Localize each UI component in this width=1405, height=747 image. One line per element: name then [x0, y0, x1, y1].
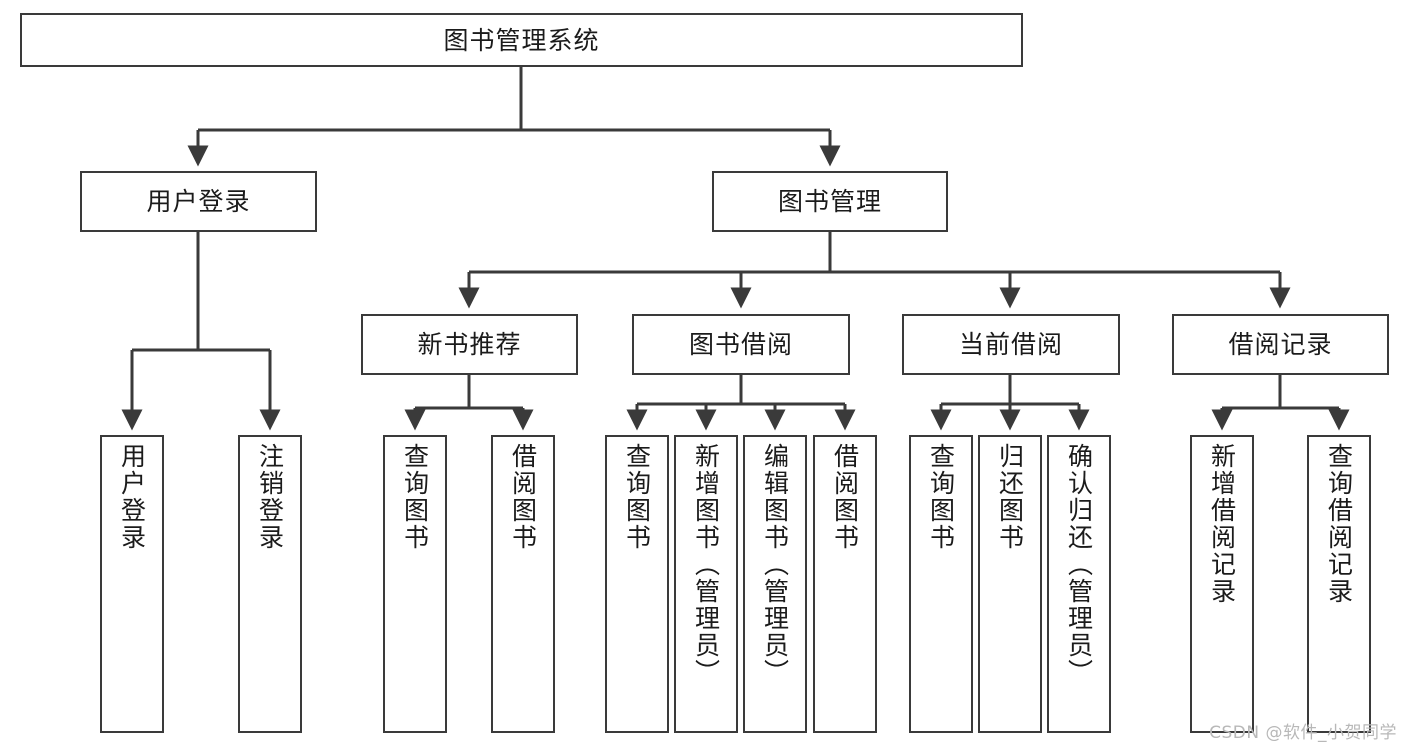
node-leaf-query-book-3[interactable]: 查询图书 — [909, 435, 973, 733]
node-leaf-add-book-label: 新增图书（管理员） — [691, 443, 721, 686]
node-leaf-user-login[interactable]: 用户登录 — [100, 435, 164, 733]
node-leaf-query-record[interactable]: 查询借阅记录 — [1307, 435, 1371, 733]
node-user-login[interactable]: 用户登录 — [80, 171, 317, 232]
node-borrow-record[interactable]: 借阅记录 — [1172, 314, 1389, 375]
node-leaf-query-book-2-label: 查询图书 — [622, 443, 652, 551]
node-leaf-add-record[interactable]: 新增借阅记录 — [1190, 435, 1254, 733]
node-book-manage-label: 图书管理 — [777, 187, 882, 216]
node-leaf-logout-login[interactable]: 注销登录 — [238, 435, 302, 733]
node-leaf-add-book[interactable]: 新增图书（管理员） — [674, 435, 738, 733]
node-leaf-logout-login-label: 注销登录 — [255, 443, 285, 551]
node-new-book-rec-label: 新书推荐 — [417, 330, 522, 359]
node-leaf-borrow-book-2-label: 借阅图书 — [830, 443, 860, 551]
node-leaf-confirm-return-label: 确认归还（管理员） — [1064, 443, 1094, 686]
node-leaf-add-record-label: 新增借阅记录 — [1207, 443, 1237, 605]
node-root[interactable]: 图书管理系统 — [20, 13, 1023, 67]
node-new-book-rec[interactable]: 新书推荐 — [361, 314, 578, 375]
node-leaf-borrow-book-2[interactable]: 借阅图书 — [813, 435, 877, 733]
node-leaf-query-record-label: 查询借阅记录 — [1324, 443, 1354, 605]
node-book-manage[interactable]: 图书管理 — [712, 171, 948, 232]
node-leaf-confirm-return[interactable]: 确认归还（管理员） — [1047, 435, 1111, 733]
node-book-borrow[interactable]: 图书借阅 — [632, 314, 850, 375]
node-leaf-return-book-label: 归还图书 — [995, 443, 1025, 551]
node-user-login-label: 用户登录 — [146, 187, 251, 216]
csdn-watermark: CSDN @软件_小贺同学 — [1209, 723, 1397, 743]
node-leaf-borrow-book-1[interactable]: 借阅图书 — [491, 435, 555, 733]
node-leaf-edit-book[interactable]: 编辑图书（管理员） — [743, 435, 807, 733]
node-leaf-query-book-1[interactable]: 查询图书 — [383, 435, 447, 733]
node-leaf-borrow-book-1-label: 借阅图书 — [508, 443, 538, 551]
node-leaf-return-book[interactable]: 归还图书 — [978, 435, 1042, 733]
node-leaf-query-book-1-label: 查询图书 — [400, 443, 430, 551]
node-book-borrow-label: 图书借阅 — [688, 330, 793, 359]
node-leaf-query-book-3-label: 查询图书 — [926, 443, 956, 551]
node-leaf-query-book-2[interactable]: 查询图书 — [605, 435, 669, 733]
node-leaf-user-login-label: 用户登录 — [117, 443, 147, 551]
node-leaf-edit-book-label: 编辑图书（管理员） — [760, 443, 790, 686]
node-current-borrow-label: 当前借阅 — [958, 330, 1063, 359]
node-root-label: 图书管理系统 — [443, 25, 600, 55]
node-borrow-record-label: 借阅记录 — [1228, 330, 1333, 359]
node-current-borrow[interactable]: 当前借阅 — [902, 314, 1120, 375]
